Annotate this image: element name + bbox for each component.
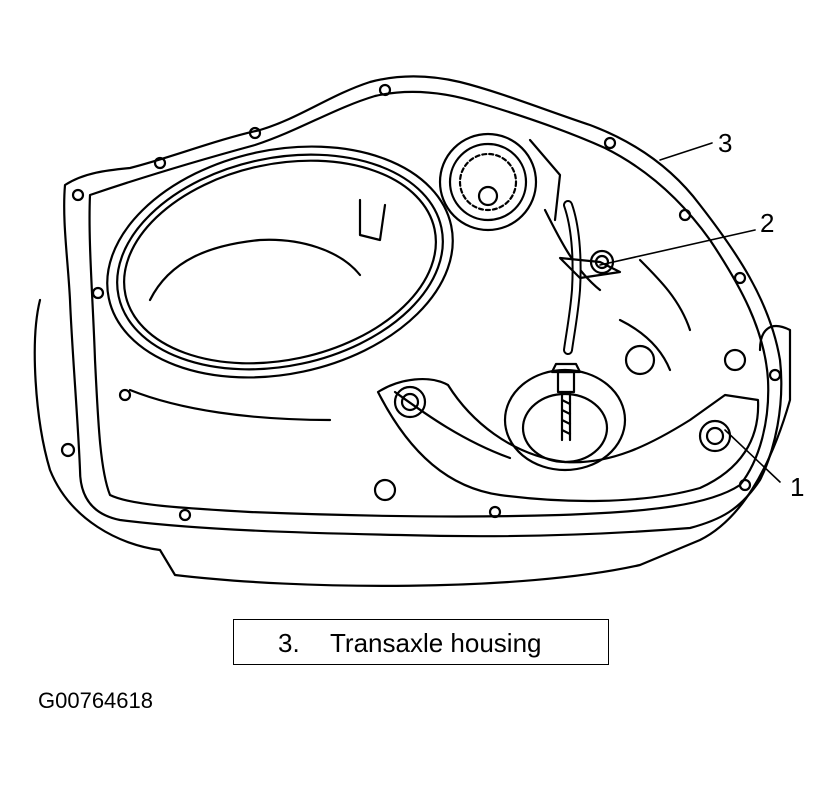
flange-bolt-holes bbox=[60, 83, 782, 522]
housing-lower-body bbox=[33, 298, 792, 587]
leader-line-3 bbox=[659, 142, 713, 161]
bracket-bolt-right bbox=[698, 419, 732, 453]
bracket-bolt-left bbox=[393, 385, 427, 419]
leader-line-1 bbox=[724, 429, 781, 483]
callout-number-1: 1 bbox=[790, 472, 804, 502]
leader-line-2 bbox=[599, 229, 756, 266]
callout-number-2: 2 bbox=[760, 208, 774, 238]
housing-flange bbox=[63, 75, 783, 538]
curved-bracket bbox=[376, 378, 760, 503]
figure-id: G00764618 bbox=[38, 688, 153, 713]
caption-text: Transaxle housing bbox=[330, 628, 542, 658]
caption-number: 3. bbox=[278, 628, 300, 658]
caption-box: 3. Transaxle housing bbox=[233, 619, 609, 665]
splined-bore bbox=[438, 132, 538, 232]
bell-housing-opening bbox=[106, 145, 454, 379]
callout-number-3: 3 bbox=[718, 128, 732, 158]
